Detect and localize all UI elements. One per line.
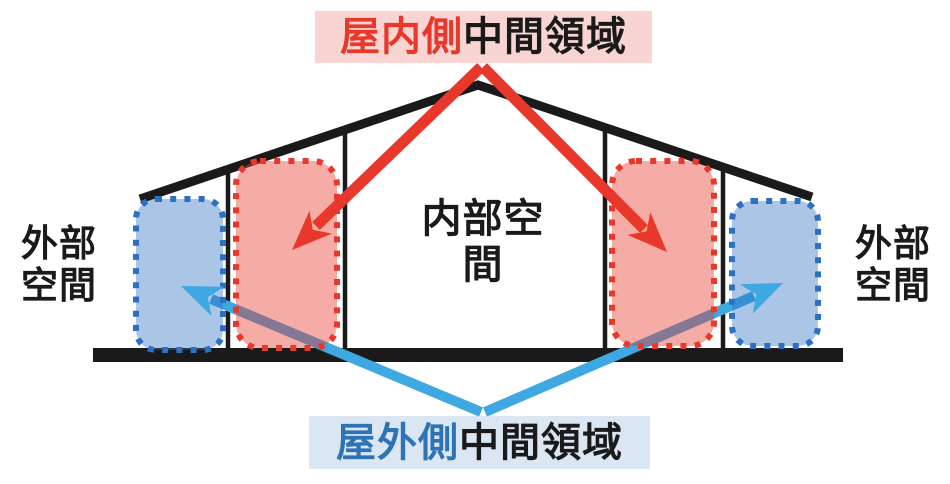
outdoor-arrow-right-head [739, 283, 783, 314]
outdoor-label-suffix: 中間領域 [459, 420, 623, 465]
indoor-arrow-left-shaft [312, 63, 485, 230]
indoor-intermediate-zone-label: 屋内側中間領域 [315, 11, 652, 63]
exterior-space-label-left: 外部 空間 [12, 223, 106, 307]
exterior-left-line1: 外部 [21, 223, 97, 264]
outdoor-arrow-right-shaft [483, 291, 756, 417]
indoor-arrow-right-head [627, 212, 667, 252]
outdoor-label-prefix: 屋外側 [336, 420, 459, 465]
outdoor-zone-left [133, 196, 226, 353]
indoor-arrow-right-shaft [479, 63, 648, 233]
indoor-zone-right [609, 158, 717, 349]
outdoor-intermediate-zone-label: 屋外側中間領域 [309, 416, 650, 469]
outdoor-zone-right [729, 198, 821, 349]
interior-space-line1: 内部空 [421, 197, 545, 241]
exterior-right-line2: 空間 [855, 265, 931, 307]
indoor-label-prefix: 屋内側 [340, 15, 463, 59]
exterior-right-line1: 外部 [855, 223, 931, 264]
interior-space-label: 内部空 間 [401, 197, 565, 288]
indoor-label-suffix: 中間領域 [463, 15, 627, 59]
floor-line [93, 348, 843, 362]
interior-space-line2: 間 [462, 242, 504, 287]
indoor-zone-left [233, 158, 340, 351]
exterior-space-label-right: 外部 空間 [846, 223, 940, 307]
outdoor-arrow-left-shaft [209, 294, 483, 417]
outdoor-arrow-left-head [181, 286, 225, 317]
indoor-arrow-left-head [292, 210, 332, 250]
exterior-left-line2: 空間 [21, 265, 97, 307]
